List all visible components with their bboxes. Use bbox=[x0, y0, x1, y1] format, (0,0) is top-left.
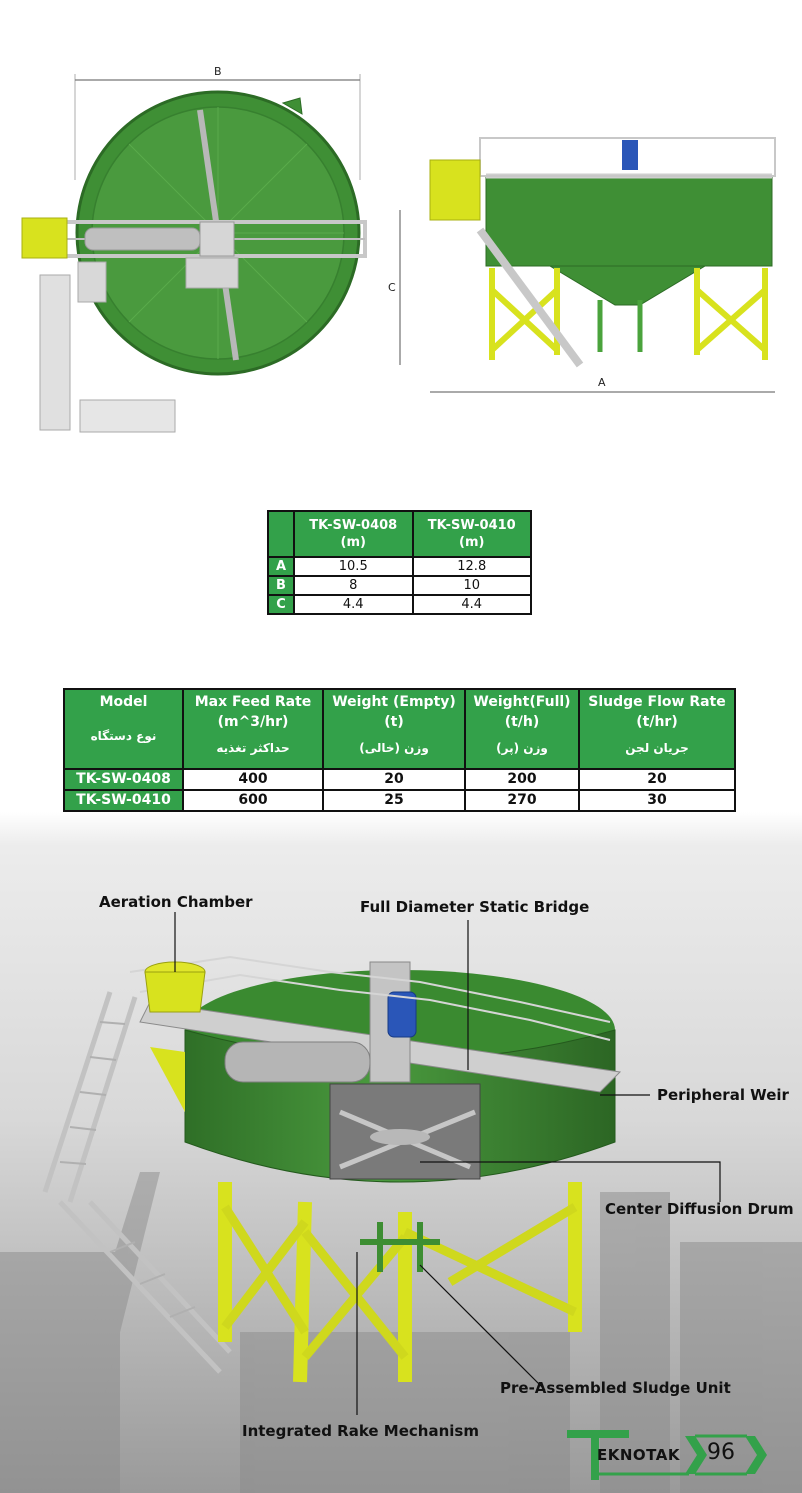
side-view-drawing: A C bbox=[388, 137, 776, 393]
callout-peripheral-weir: Peripheral Weir bbox=[657, 1086, 789, 1104]
spec-cell: 20 bbox=[322, 768, 466, 791]
dimension-cell: 10.5 bbox=[293, 556, 414, 577]
spec-header-persian: وزن (پر) bbox=[496, 741, 548, 755]
spec-header-persian: جریان لجن bbox=[625, 741, 689, 755]
spec-cell: 270 bbox=[464, 789, 580, 812]
dimension-row-key: A bbox=[267, 556, 295, 577]
spec-cell: 600 bbox=[182, 789, 324, 812]
brand-name: EKNOTAK bbox=[597, 1446, 680, 1464]
dimension-header-0408: TK-SW-0408 (m) bbox=[293, 510, 414, 558]
spec-cell: 30 bbox=[578, 789, 736, 812]
dimension-table: TK-SW-0408 (m) TK-SW-0410 (m) A 10.5 12.… bbox=[267, 510, 532, 615]
dimension-b-label: B bbox=[214, 65, 222, 78]
spec-header-title: Sludge Flow Rate bbox=[588, 694, 726, 710]
spec-header-feed-rate: Max Feed Rate (m^3/hr) حداکثر تغذیه bbox=[182, 688, 324, 770]
page-number: 96 bbox=[707, 1440, 735, 1465]
callout-aeration-chamber: Aeration Chamber bbox=[99, 893, 253, 911]
spec-header-persian: نوع دستگاه bbox=[90, 729, 157, 743]
spec-header-title: Model bbox=[99, 694, 148, 710]
dimension-cell: 4.4 bbox=[293, 594, 414, 615]
dimension-header-code: TK-SW-0408 bbox=[309, 518, 398, 533]
dimension-cell: 8 bbox=[293, 575, 414, 596]
top-view-drawing: B bbox=[21, 65, 367, 433]
spec-row-model: TK-SW-0408 bbox=[63, 768, 184, 791]
spec-table: Model نوع دستگاه Max Feed Rate (m^3/hr) … bbox=[63, 688, 736, 812]
spec-header-title: Weight(Full) bbox=[473, 694, 571, 710]
dimension-cell: 10 bbox=[411, 575, 532, 596]
spec-header-title: Weight (Empty) bbox=[332, 694, 456, 710]
table-row: A 10.5 12.8 bbox=[267, 556, 532, 577]
spec-header-title: Max Feed Rate bbox=[194, 694, 312, 710]
technical-drawings: B A C bbox=[21, 65, 776, 433]
table-row: TK-SW-0410 600 25 270 30 bbox=[63, 789, 736, 812]
callout-center-drum: Center Diffusion Drum bbox=[605, 1200, 794, 1218]
callout-static-bridge: Full Diameter Static Bridge bbox=[360, 898, 590, 916]
callout-rake-mechanism: Integrated Rake Mechanism bbox=[242, 1422, 479, 1440]
table-row: C 4.4 4.4 bbox=[267, 594, 532, 615]
table-row: TK-SW-0408 400 20 200 20 bbox=[63, 768, 736, 791]
spec-header-weight-empty: Weight (Empty) (t) وزن (خالی) bbox=[322, 688, 466, 770]
dimension-c-label: C bbox=[388, 281, 396, 294]
spec-header-unit: (t/hr) bbox=[636, 714, 678, 730]
thickener-3d-illustration bbox=[0, 812, 802, 1493]
spec-header-weight-full: Weight(Full) (t/h) وزن (پر) bbox=[464, 688, 580, 770]
spec-header-persian: حداکثر تغذیه bbox=[216, 741, 290, 755]
spec-cell: 400 bbox=[182, 768, 324, 791]
dimension-header-code: TK-SW-0410 bbox=[427, 518, 516, 533]
spec-header-model: Model نوع دستگاه bbox=[63, 688, 184, 770]
dimension-header-unit: (m) bbox=[459, 535, 485, 550]
spec-cell: 200 bbox=[464, 768, 580, 791]
spec-row-model: TK-SW-0410 bbox=[63, 789, 184, 812]
spec-cell: 25 bbox=[322, 789, 466, 812]
dimension-header-unit: (m) bbox=[340, 535, 366, 550]
dimension-row-key: C bbox=[267, 594, 295, 615]
spec-cell: 20 bbox=[578, 768, 736, 791]
dimension-header-0410: TK-SW-0410 (m) bbox=[411, 510, 532, 558]
spec-header-unit: (t/h) bbox=[504, 714, 540, 730]
spec-header-sludge-flow: Sludge Flow Rate (t/hr) جریان لجن bbox=[578, 688, 736, 770]
dimension-cell: 4.4 bbox=[411, 594, 532, 615]
table-row: B 8 10 bbox=[267, 575, 532, 596]
dimension-table-corner bbox=[267, 510, 295, 558]
dimension-cell: 12.8 bbox=[411, 556, 532, 577]
callout-sludge-unit: Pre-Assembled Sludge Unit bbox=[500, 1379, 731, 1397]
brand-logo bbox=[567, 1430, 767, 1480]
dimension-a-label: A bbox=[598, 376, 606, 389]
dimension-row-key: B bbox=[267, 575, 295, 596]
spec-header-persian: وزن (خالی) bbox=[359, 741, 429, 755]
spec-header-unit: (t) bbox=[384, 714, 404, 730]
spec-header-unit: (m^3/hr) bbox=[217, 714, 289, 730]
